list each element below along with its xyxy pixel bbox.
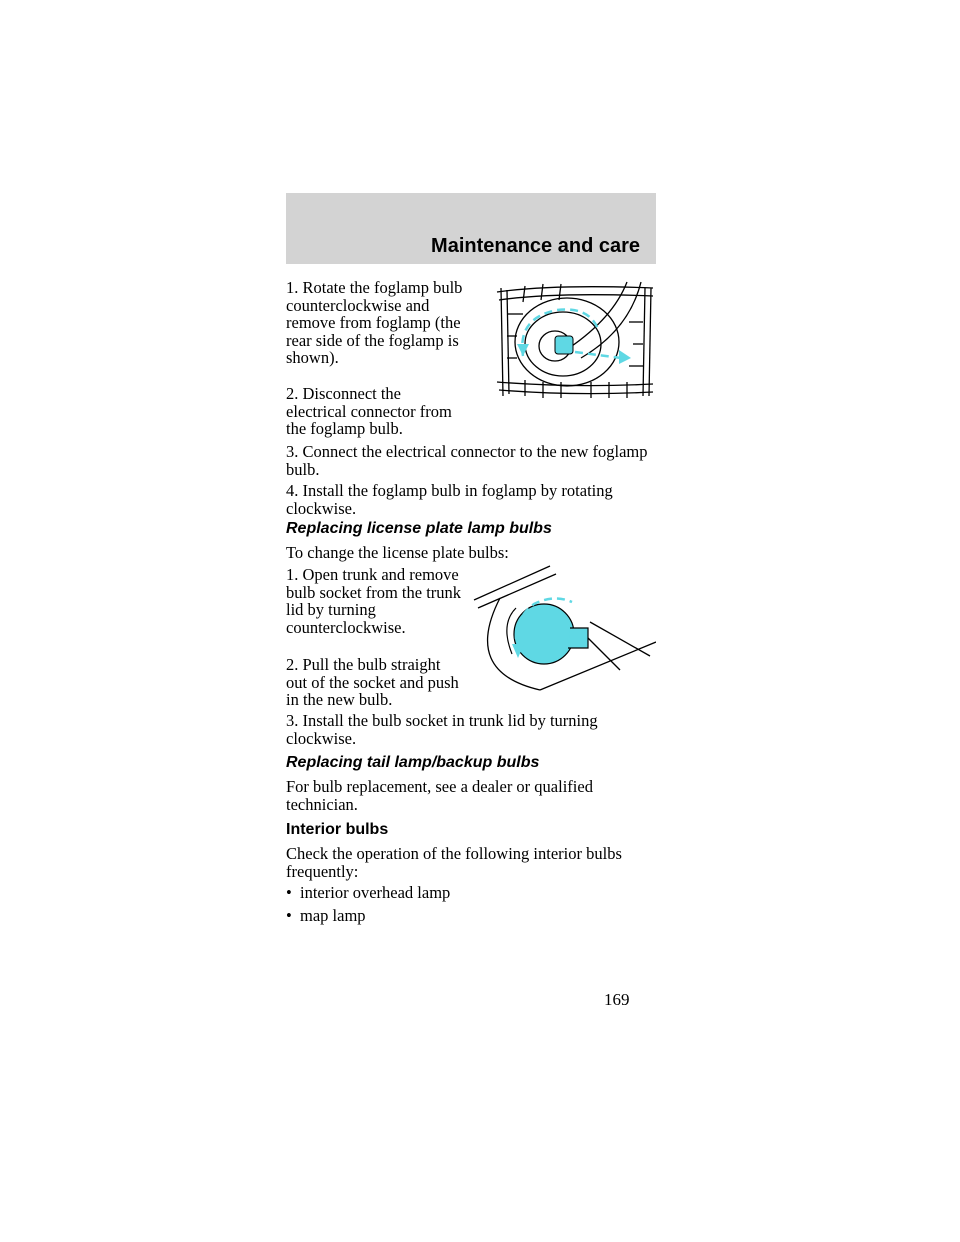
license-plate-step-3: 3. Install the bulb socket in trunk lid … [286, 711, 598, 748]
license-plate-step-2: 2. Pull the bulb straight out of the soc… [286, 655, 459, 709]
interior-heading: Interior bulbs [286, 821, 389, 838]
license-plate-heading: Replacing license plate lamp bulbs [286, 520, 552, 537]
bullet-text: interior overhead lamp [300, 883, 451, 902]
bullet-icon: • [286, 883, 292, 902]
tail-lamp-heading: Replacing tail lamp/backup bulbs [286, 754, 540, 771]
interior-bullet-item: • map lamp [286, 907, 366, 925]
interior-intro: Check the operation of the following int… [286, 844, 622, 881]
license-plate-illustration [473, 565, 656, 691]
tail-lamp-text: For bulb replacement, see a dealer or qu… [286, 777, 593, 814]
page-number: 169 [604, 990, 630, 1009]
interior-bullet-item: • interior overhead lamp [286, 884, 450, 902]
foglamp-illustration [496, 281, 654, 398]
license-plate-intro: To change the license plate bulbs: [286, 543, 509, 562]
foglamp-step-4: 4. Install the foglamp bulb in foglamp b… [286, 481, 613, 518]
foglamp-step-3: 3. Connect the electrical connector to t… [286, 442, 648, 479]
bullet-icon: • [286, 906, 292, 925]
section-title: Maintenance and care [431, 235, 640, 257]
foglamp-step-1: 1. Rotate the foglamp bulb counterclockw… [286, 278, 463, 367]
bullet-text: map lamp [300, 906, 366, 925]
section-header-band: Maintenance and care [286, 193, 656, 264]
foglamp-step-2: 2. Disconnect the electrical connector f… [286, 384, 452, 438]
license-plate-step-1: 1. Open trunk and remove bulb socket fro… [286, 565, 462, 637]
